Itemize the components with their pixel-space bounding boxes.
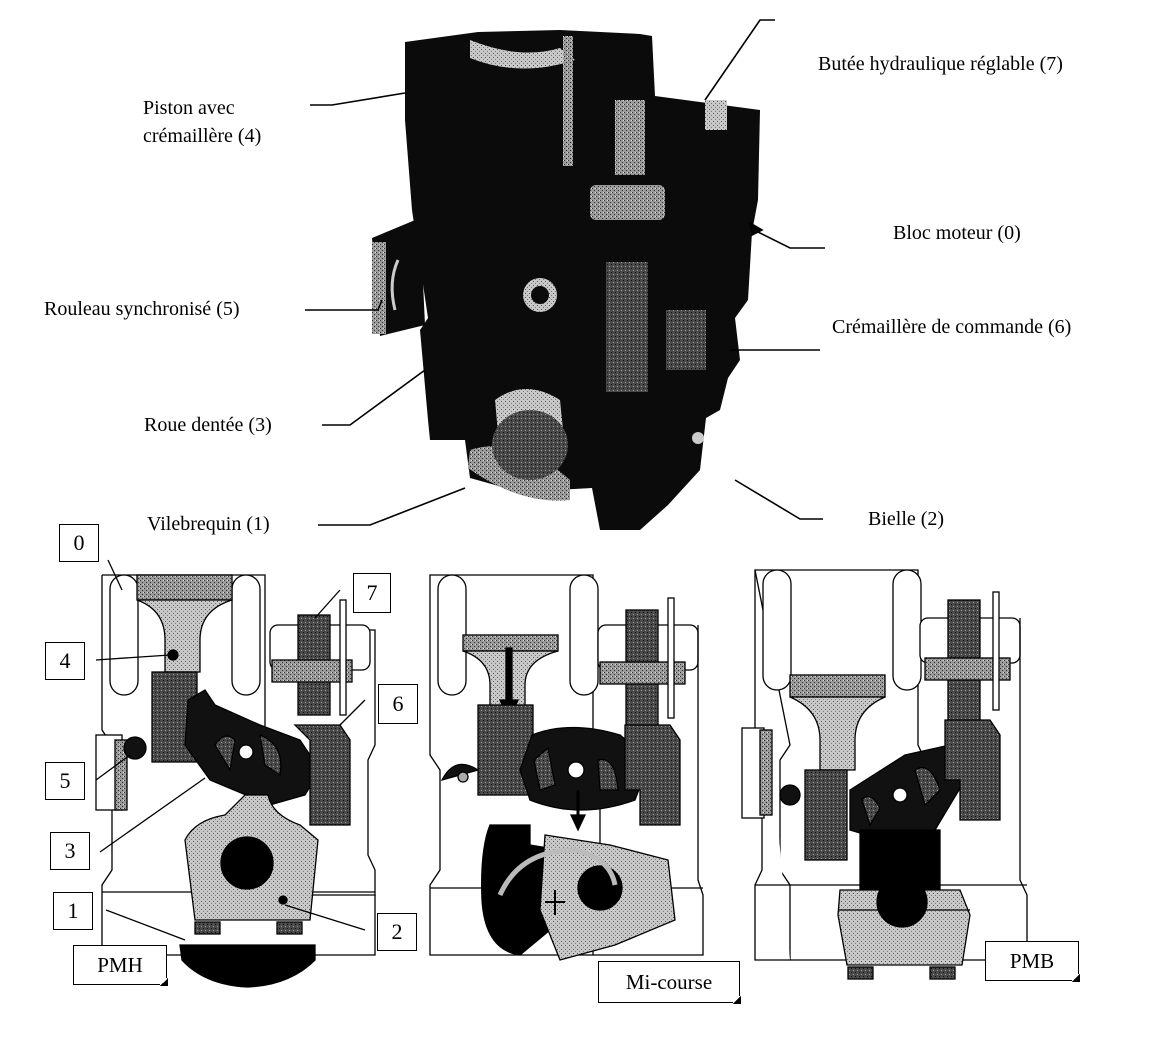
diagram-mi-course (429, 574, 704, 961)
diagram-pmb (741, 569, 1028, 980)
diagram-pmh (95, 559, 376, 988)
photo-leader-lines (305, 19, 825, 526)
label-butee-hydraulique: Butée hydraulique réglable (7) (818, 53, 1063, 75)
callout-1: 1 (53, 892, 93, 930)
callout-3: 3 (50, 832, 90, 870)
callout-6: 6 (378, 684, 418, 724)
callout-0: 0 (59, 524, 99, 562)
callout-4: 4 (45, 642, 85, 680)
callout-5: 5 (45, 762, 85, 800)
position-tag-pmh: PMH (73, 945, 168, 986)
label-bloc-moteur: Bloc moteur (0) (893, 222, 1021, 244)
label-piston-line1: Piston avec (143, 97, 235, 119)
label-rouleau-synchronise: Rouleau synchronisé (5) (44, 298, 240, 320)
label-cremaillere-commande: Crémaillère de commande (6) (832, 316, 1072, 338)
label-bielle: Bielle (2) (868, 508, 945, 530)
label-piston-line2: crémaillère (4) (143, 125, 262, 147)
position-tag-pmb: PMB (985, 941, 1080, 982)
engine-block-photo (372, 30, 760, 530)
label-roue-dentee: Roue dentée (3) (144, 414, 272, 436)
callout-2: 2 (377, 913, 417, 951)
label-vilebrequin: Vilebrequin (1) (147, 513, 270, 535)
position-tag-mi-course: Mi-course (598, 961, 741, 1004)
callout-7: 7 (353, 573, 391, 613)
